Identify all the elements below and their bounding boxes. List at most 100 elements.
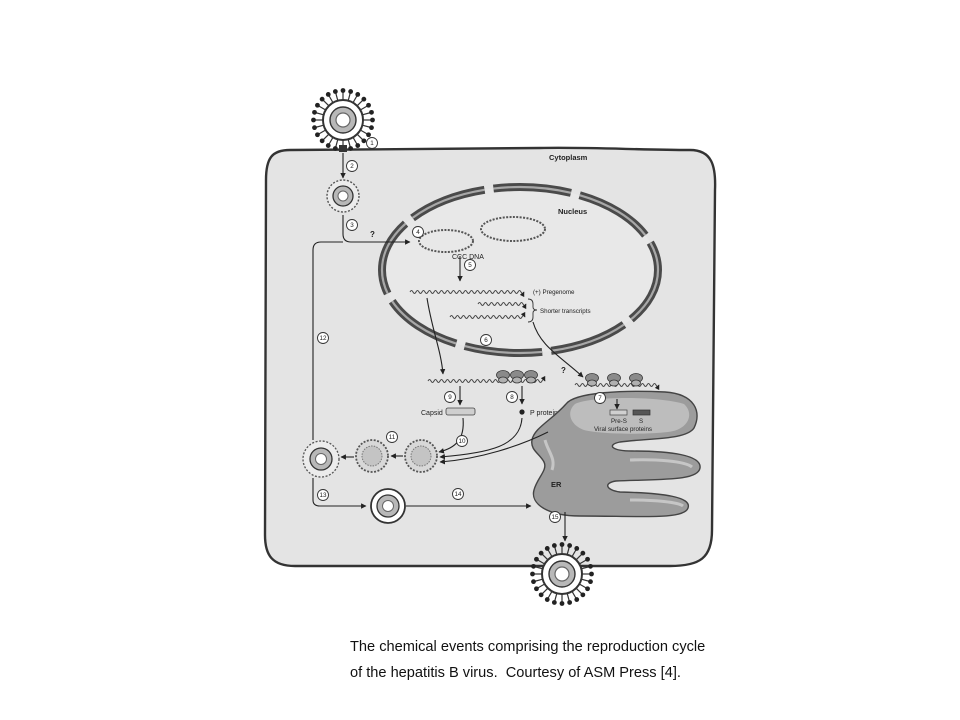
step-number: 6 xyxy=(484,337,488,344)
envelope-spike-tip xyxy=(340,88,346,93)
step-1-marker: 1 xyxy=(366,137,378,149)
receptor-entry xyxy=(339,145,347,152)
envelope-spike-tip xyxy=(538,592,544,598)
envelope-spike-tip xyxy=(559,542,565,547)
step-number: 10 xyxy=(458,438,466,445)
mature-nucleocapsid-icon xyxy=(302,440,340,478)
envelope-spike xyxy=(360,129,368,135)
shorter-transcript xyxy=(477,302,527,310)
shorter-transcripts-label: Shorter transcripts xyxy=(540,308,591,315)
hbv-virion-icon xyxy=(311,88,375,152)
s-label: S xyxy=(639,418,643,425)
envelope-spike-tip xyxy=(332,146,338,151)
step-number: 11 xyxy=(389,434,396,441)
envelope-spike xyxy=(575,553,583,561)
question-mark: ? xyxy=(561,366,566,375)
ccc-dna-circle xyxy=(480,216,546,242)
step-7-marker: 7 xyxy=(594,392,606,404)
step-12-marker: 12 xyxy=(317,332,329,344)
envelope-spike xyxy=(575,587,583,595)
envelope-spike xyxy=(322,133,330,141)
step-4-marker: 4 xyxy=(412,226,424,238)
ccc-dna-label: CCC DNA xyxy=(452,254,484,261)
envelope-spike-tip xyxy=(574,597,580,602)
step-9-marker: 9 xyxy=(444,391,456,403)
envelope-spike xyxy=(547,591,553,599)
envelope-spike-tip xyxy=(366,102,371,108)
envelope-spike-tip xyxy=(311,117,316,123)
envelope-spike xyxy=(362,112,371,116)
step-5-marker: 5 xyxy=(464,259,476,271)
envelope-spike-tip xyxy=(531,579,536,585)
step-number: 2 xyxy=(350,163,354,170)
envelope-spike-tip xyxy=(551,543,557,548)
pre-s-protein-bar xyxy=(609,409,628,416)
caption-line-2: of the hepatitis B virus. Courtesy of AS… xyxy=(350,665,681,681)
capsid-protein-bar xyxy=(445,407,476,416)
envelope-spike xyxy=(571,591,577,599)
endoplasmic-reticulum xyxy=(531,390,701,518)
envelope-spike-tip xyxy=(355,143,361,148)
envelope-spike xyxy=(352,95,358,103)
p-protein-label: P protein xyxy=(530,410,558,417)
step-number: 4 xyxy=(416,229,420,236)
er-label: ER xyxy=(551,480,562,489)
envelope-spike xyxy=(571,549,577,557)
envelope-spike-tip xyxy=(325,143,331,148)
envelope-spike-tip xyxy=(574,546,580,551)
envelope-spike xyxy=(581,566,590,570)
envelope-spike-tip xyxy=(559,601,565,606)
envelope-spike xyxy=(534,566,543,570)
step-number: 1 xyxy=(370,140,374,147)
arrow-pregenome-export xyxy=(426,297,446,375)
step-number: 15 xyxy=(551,514,559,521)
released-virion-icon xyxy=(530,542,594,606)
envelope-spike xyxy=(581,578,590,582)
envelope-spike xyxy=(360,105,368,111)
arrow-er-assembly xyxy=(439,431,549,465)
step-10-marker: 10 xyxy=(456,435,468,447)
envelope-spike-tip xyxy=(332,89,338,94)
envelope-spike xyxy=(541,587,549,595)
viral-surface-proteins-label: Viral surface proteins xyxy=(594,426,652,433)
step-8-marker: 8 xyxy=(506,391,518,403)
envelope-spike xyxy=(318,105,326,111)
envelope-spike xyxy=(315,124,324,128)
envelope-spike xyxy=(356,99,364,107)
envelope-spike xyxy=(579,583,587,589)
envelope-spike xyxy=(335,92,339,101)
envelope-spike-tip xyxy=(585,556,590,562)
envelope-spike-tip xyxy=(588,563,593,569)
envelope-spike xyxy=(537,583,545,589)
step-number: 14 xyxy=(454,491,462,498)
envelope-spike xyxy=(362,124,371,128)
envelope-spike-tip xyxy=(315,132,320,138)
envelope-spike-tip xyxy=(319,138,325,144)
envelope-spike-tip xyxy=(312,109,317,115)
envelope-spike xyxy=(347,139,351,148)
pregenome-rna xyxy=(409,290,525,298)
caption-line-1: The chemical events comprising the repro… xyxy=(350,639,705,655)
transcripts-brace xyxy=(527,298,538,323)
ribosome-icon xyxy=(607,373,621,387)
envelope-spike xyxy=(315,112,324,116)
nucleus-label: Nucleus xyxy=(558,207,587,216)
envelope-spike xyxy=(554,546,558,555)
step-number: 12 xyxy=(319,335,327,342)
step-number: 3 xyxy=(350,222,354,229)
envelope-spike xyxy=(566,593,570,602)
envelope-spike-tip xyxy=(534,586,539,592)
arrow-step-6 xyxy=(532,321,584,378)
cytoplasm-label: Cytoplasm xyxy=(549,153,588,162)
envelope-spike xyxy=(356,133,364,141)
envelope-spike-tip xyxy=(348,146,354,151)
envelope-spike xyxy=(547,549,553,557)
nucleus xyxy=(378,183,662,357)
cytoplasmic-pregenome xyxy=(427,375,546,383)
envelope-spike xyxy=(566,546,570,555)
envelope-spike-tip xyxy=(312,125,317,131)
envelope-spike-tip xyxy=(580,550,586,556)
envelope-spike xyxy=(554,593,558,602)
envelope-spike-tip xyxy=(534,556,539,562)
envelope-spike-tip xyxy=(544,597,550,602)
